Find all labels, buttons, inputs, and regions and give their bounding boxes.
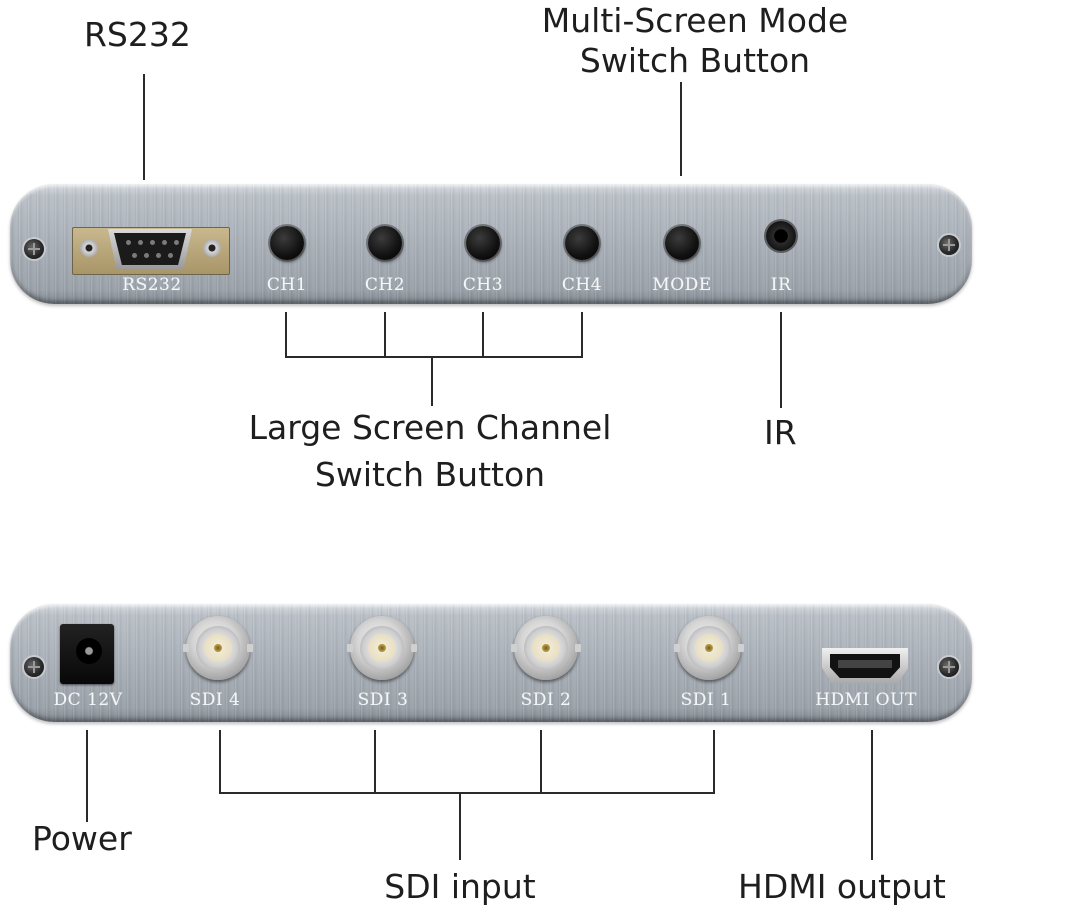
ch1-label: CH1 [266, 275, 308, 295]
sdi3-label: SDI 3 [357, 690, 409, 710]
ir-callout: IR [764, 413, 797, 452]
rear-panel [10, 604, 972, 722]
ch4-button[interactable] [565, 226, 599, 260]
ch2-button[interactable] [368, 226, 402, 260]
channel-stem-line [431, 356, 433, 406]
screw-icon [24, 657, 44, 677]
sdi-bracket-line [219, 792, 715, 794]
ch3-leader-line [482, 312, 484, 358]
power-callout: Power [32, 819, 132, 858]
pin-icon [126, 240, 131, 245]
hdmi-out-label: HDMI OUT [815, 690, 917, 710]
dc-12v-label: DC 12V [53, 690, 123, 710]
sdi2-label: SDI 2 [520, 690, 572, 710]
ch1-button[interactable] [270, 226, 304, 260]
sdi4-label: SDI 4 [189, 690, 241, 710]
mode-callout-line2: Switch Button [579, 41, 811, 80]
screw-icon [939, 657, 959, 677]
channel-bracket-line [285, 356, 583, 358]
rs232-port[interactable] [114, 233, 186, 265]
sdi4-leader-line [219, 730, 221, 794]
ch1-leader-line [285, 312, 287, 358]
mode-label: MODE [652, 275, 712, 295]
ir-receiver-jack[interactable] [766, 221, 796, 251]
hdmi-output-callout: HDMI output [738, 867, 946, 906]
ir-label: IR [770, 275, 792, 295]
pin-icon [162, 240, 167, 245]
sdi1-label: SDI 1 [680, 690, 732, 710]
ch2-leader-line [384, 312, 386, 358]
ch2-label: CH2 [364, 275, 406, 295]
ch4-leader-line [581, 312, 583, 358]
hdmi-contact-icon [838, 660, 892, 668]
rs232-leader-line [143, 74, 145, 180]
mode-button[interactable] [665, 226, 699, 260]
screw-icon [24, 239, 44, 259]
ir-leader-line [780, 312, 782, 408]
pin-icon [150, 240, 155, 245]
sdi2-leader-line [540, 730, 542, 794]
pin-icon [156, 253, 161, 258]
pin-icon [132, 253, 137, 258]
screw-icon [939, 235, 959, 255]
ch3-label: CH3 [462, 275, 504, 295]
sdi1-bnc-connector[interactable] [674, 616, 744, 680]
sdi1-leader-line [713, 730, 715, 794]
dc-jack-socket-icon [76, 638, 102, 664]
power-leader-line [86, 730, 88, 822]
ch3-button[interactable] [466, 226, 500, 260]
pin-icon [168, 253, 173, 258]
sdi2-bnc-connector[interactable] [511, 616, 581, 680]
hex-standoff-icon [203, 239, 221, 257]
hex-standoff-icon [80, 239, 98, 257]
pin-icon [138, 240, 143, 245]
channel-callout-line1: Large Screen Channel [248, 408, 612, 447]
rs232-callout: RS232 [84, 15, 191, 54]
pin-icon [174, 240, 179, 245]
sdi4-bnc-connector[interactable] [183, 616, 253, 680]
pin-icon [144, 253, 149, 258]
sdi3-leader-line [374, 730, 376, 794]
hdmi-leader-line [871, 730, 873, 860]
ch4-label: CH4 [561, 275, 603, 295]
channel-callout-line2: Switch Button [314, 455, 546, 494]
sdi-stem-line [459, 792, 461, 860]
sdi3-bnc-connector[interactable] [347, 616, 417, 680]
mode-callout-line1: Multi-Screen Mode [541, 1, 849, 40]
rs232-silk-label: RS232 [122, 275, 182, 295]
mode-leader-line [680, 82, 682, 176]
sdi-input-callout: SDI input [384, 867, 536, 906]
